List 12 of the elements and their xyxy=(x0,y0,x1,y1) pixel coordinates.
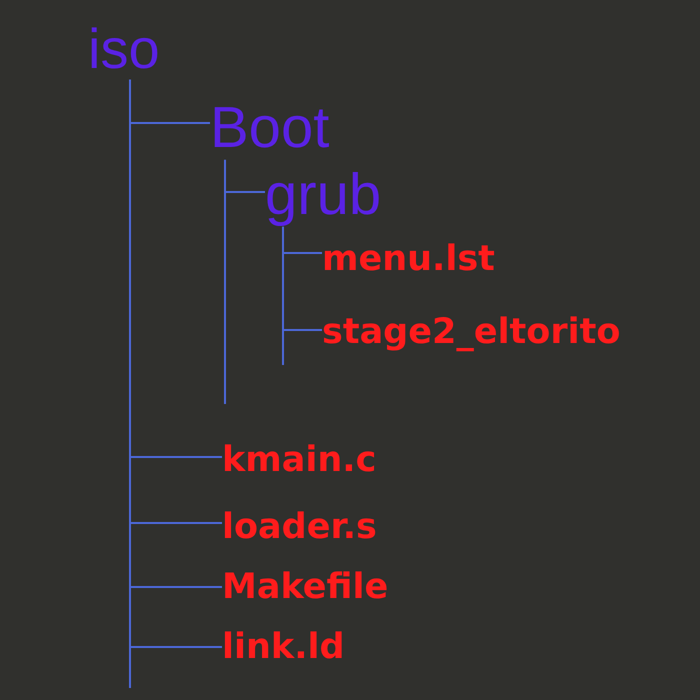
tree-connector-line xyxy=(129,80,222,689)
file-name: kmain.c xyxy=(222,441,376,480)
folder-name: Boot xyxy=(210,96,330,160)
file-name: link.ld xyxy=(222,628,345,666)
folder-name: iso xyxy=(88,18,160,80)
tree-connector-line xyxy=(224,160,265,405)
file-name: loader.s xyxy=(222,508,377,546)
file-name: menu.lst xyxy=(322,240,495,278)
file-name: stage2_eltorito xyxy=(322,313,620,352)
tree-connector-line xyxy=(282,226,322,366)
file-name: Makefile xyxy=(222,568,388,606)
folder-name: grub xyxy=(265,163,382,227)
